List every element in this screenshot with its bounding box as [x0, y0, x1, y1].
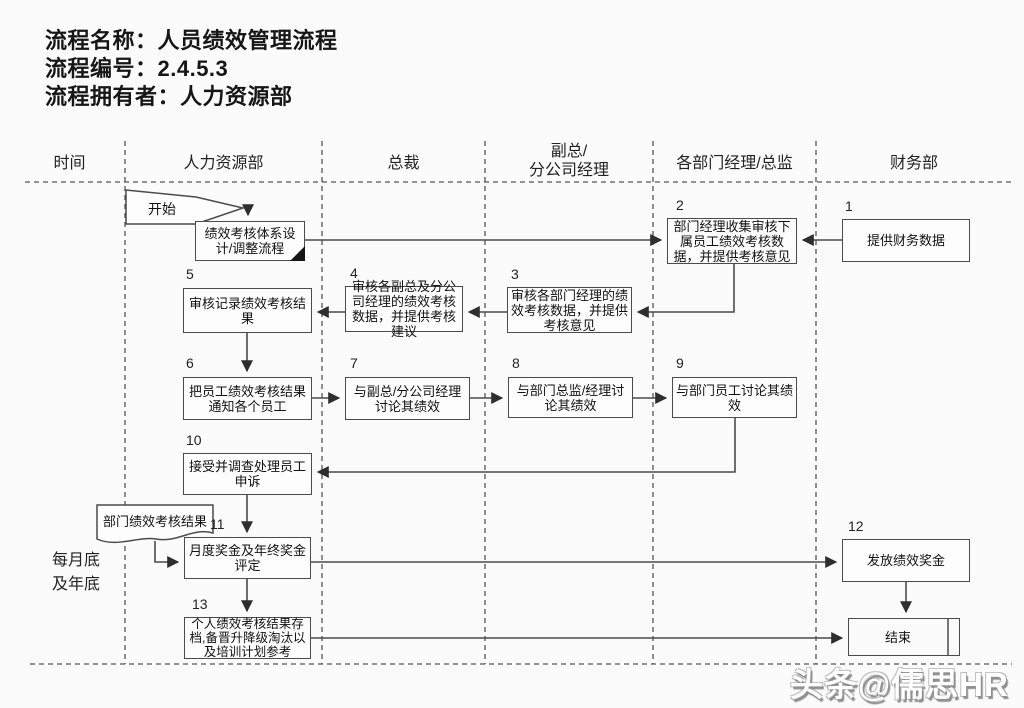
node-2: 部门经理收集审核下属员工绩效考核数据，并提供考核意见 — [667, 218, 797, 264]
node-10-text: 接受并调查处理员工申诉 — [188, 459, 306, 489]
node-11-text: 月度奖金及年终奖金评定 — [188, 543, 306, 573]
node-13-text: 个人绩效考核结果存档,备晋升降级淘汰以及培训计划参考 — [189, 617, 306, 659]
process-owner: 流程拥有者：人力资源部 — [45, 84, 293, 109]
node-12-text: 发放绩效奖金 — [866, 553, 945, 568]
step-number-9: 9 — [676, 355, 684, 371]
node-5-text: 审核记录绩效考核结果 — [188, 295, 306, 326]
lane-header-time: 时间 — [53, 155, 86, 172]
node-12: 发放绩效奖金 — [842, 539, 970, 582]
lane-header-finance: 财务部 — [889, 155, 938, 172]
node-13: 个人绩效考核结果存档,备晋升降级淘汰以及培训计划参考 — [184, 617, 311, 659]
node-1: 提供财务数据 — [842, 219, 970, 262]
step-number-10: 10 — [186, 432, 202, 448]
document-shape — [96, 504, 214, 544]
node-5: 审核记录绩效考核结果 — [183, 288, 312, 333]
step-number-11: 11 — [210, 516, 225, 532]
node-7: 与副总/分公司经理讨论其绩效 — [345, 377, 470, 420]
node-2-text: 部门经理收集审核下属员工绩效考核数据，并提供考核意见 — [673, 218, 791, 264]
step-number-13: 13 — [192, 596, 208, 612]
process-number: 流程编号：2.4.5.3 — [45, 56, 229, 81]
subprocess-corner-icon — [290, 246, 305, 261]
document-label: 部门绩效考核结果 — [102, 514, 207, 529]
node-7-text: 与副总/分公司经理讨论其绩效 — [353, 383, 462, 414]
node-10: 接受并调查处理员工申诉 — [183, 453, 312, 495]
node-design-process: 绩效考核体系设计/调整流程 — [195, 221, 305, 261]
node-8: 与部门总监/经理讨论其绩效 — [508, 377, 633, 418]
node-4-text: 审核各副总及分公司经理的绩效考核数据，并提供考核建议 — [351, 279, 456, 339]
end-label: 结束 — [884, 629, 911, 645]
step-number-7: 7 — [350, 355, 358, 371]
step-number-1: 1 — [845, 198, 853, 214]
node-8-text: 与部门总监/经理讨论其绩效 — [516, 382, 625, 413]
node-3: 审核各部门经理的绩效考核数据，并提供考核意见 — [507, 287, 632, 333]
watermark-text: 头条@儒思HR — [790, 666, 1009, 703]
node-3-text: 审核各部门经理的绩效考核数据，并提供考核意见 — [511, 287, 629, 333]
node-design-text: 绩效考核体系设计/调整流程 — [204, 226, 296, 256]
arrow-n2-to-n3 — [636, 263, 735, 318]
step-number-2: 2 — [676, 197, 684, 213]
end-shape: 结束 — [848, 618, 960, 656]
node-9-text: 与部门员工讨论其绩效 — [676, 382, 794, 413]
connectors — [154, 204, 912, 644]
arrow-doc-to-n11 — [154, 541, 180, 568]
swimlane-grid — [25, 141, 1012, 665]
node-6: 把员工绩效考核结果通知各个员工 — [183, 377, 312, 420]
arrow-n9-to-n10 — [316, 418, 736, 478]
lane-header-hr: 人力资源部 — [183, 155, 264, 172]
node-4: 审核各副总及分公司经理的绩效考核数据，并提供考核建议 — [345, 279, 463, 339]
step-number-3: 3 — [511, 266, 519, 282]
step-number-8: 8 — [512, 355, 520, 371]
start-label: 开始 — [148, 201, 176, 217]
step-number-4: 4 — [350, 265, 358, 281]
lane-header-president: 总裁 — [387, 155, 420, 172]
node-11: 月度奖金及年终奖金评定 — [184, 537, 311, 579]
start-shape — [125, 189, 246, 225]
node-6-text: 把员工绩效考核结果通知各个员工 — [188, 383, 306, 414]
step-number-12: 12 — [848, 518, 864, 534]
process-name: 流程名称：人员绩效管理流程 — [45, 28, 338, 53]
step-number-6: 6 — [186, 355, 194, 371]
lane-header-dept-managers: 各部门经理/总监 — [676, 155, 793, 172]
step-number-5: 5 — [186, 266, 194, 282]
node-9: 与部门员工讨论其绩效 — [672, 377, 797, 418]
page-title: 流程名称：人员绩效管理流程 流程编号：2.4.5.3 流程拥有者：人力资源部 — [45, 27, 338, 111]
node-1-text: 提供财务数据 — [866, 233, 945, 248]
lane-header-vp: 副总/ 分公司经理 — [528, 143, 609, 179]
time-note: 每月底 及年底 — [52, 552, 101, 593]
